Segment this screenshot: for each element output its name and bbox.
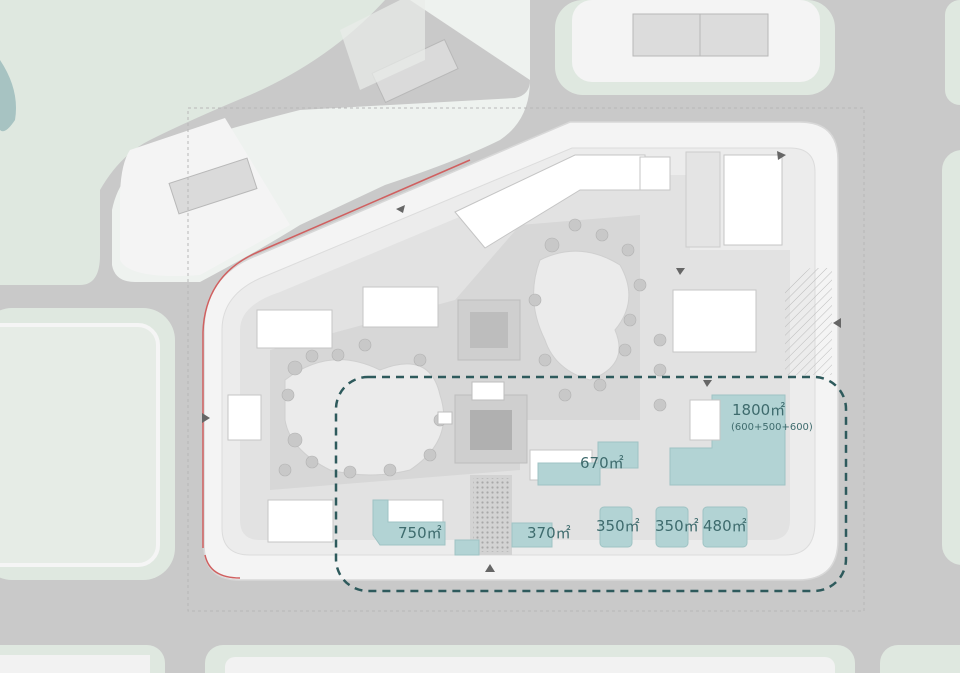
area-1800-shape [669, 394, 786, 486]
area-label-350b: 350㎡ [655, 517, 699, 535]
kiosk [471, 381, 505, 401]
area-label-670: 670㎡ [580, 454, 624, 472]
area-labels: 1800㎡ (600+500+600) 670㎡ 750㎡ 370㎡ 350㎡ … [398, 401, 813, 542]
area-label-1800: 1800㎡ [732, 401, 785, 419]
area-sub-1800: (600+500+600) [731, 422, 813, 433]
entrance-arrow-icon [202, 413, 210, 423]
area-350b-shape [655, 506, 689, 548]
entrance-arrows [202, 151, 841, 572]
block-bottom-left-inner [0, 655, 150, 673]
block-bottom-right [880, 645, 960, 673]
area-750-shape [372, 499, 446, 546]
block-left-inner [0, 323, 160, 567]
parking-hatch [785, 268, 832, 375]
block-top-right [945, 0, 960, 105]
entrance-arrow-icon [396, 205, 405, 213]
pavilion-north-inner [470, 312, 508, 348]
area-label-350a: 350㎡ [596, 517, 640, 535]
area-480-shape [702, 506, 748, 548]
block-top-strip [340, 0, 425, 90]
kiosk-small [437, 411, 453, 425]
red-line-bottom [204, 554, 241, 579]
property-boundary [187, 107, 865, 612]
pond-left [0, 60, 16, 132]
entrance-arrow-icon [485, 564, 495, 572]
area-370-shape [511, 522, 553, 548]
area-label-750: 750㎡ [398, 524, 442, 542]
block-right [942, 150, 960, 565]
building-northeast [723, 154, 783, 246]
commercial-zone-outline [334, 375, 848, 593]
entrance-arrow-icon [676, 268, 685, 275]
area-670-shape [537, 441, 639, 486]
building-east-b [689, 399, 721, 441]
area-label-370: 370㎡ [527, 524, 571, 542]
red-line [202, 159, 471, 548]
building-west-c [227, 394, 262, 441]
residential-buildings [227, 154, 783, 543]
area-750-annex [454, 539, 480, 556]
garden-left [284, 359, 445, 476]
park-top-left [0, 0, 385, 285]
building-southwest [267, 499, 334, 543]
building-west-b [362, 286, 439, 328]
area-350a-shape [599, 506, 633, 548]
entrance-arrow-icon [833, 318, 841, 328]
building-north-slab-end [639, 156, 671, 191]
building-east-a [672, 289, 757, 353]
entrance-arrow-icon [777, 151, 786, 160]
entrance-arrow-icon [703, 380, 712, 387]
trees [278, 218, 667, 479]
garden-right [533, 250, 630, 381]
paving-grid [685, 151, 721, 248]
building-south-a [387, 499, 444, 523]
pavilion-center-inner [470, 410, 512, 450]
area-label-480: 480㎡ [703, 517, 747, 535]
commercial-areas [372, 394, 786, 556]
building-west-a [256, 309, 333, 349]
block-bottom-center-inner [225, 657, 835, 673]
building-top-left-a [168, 157, 258, 215]
